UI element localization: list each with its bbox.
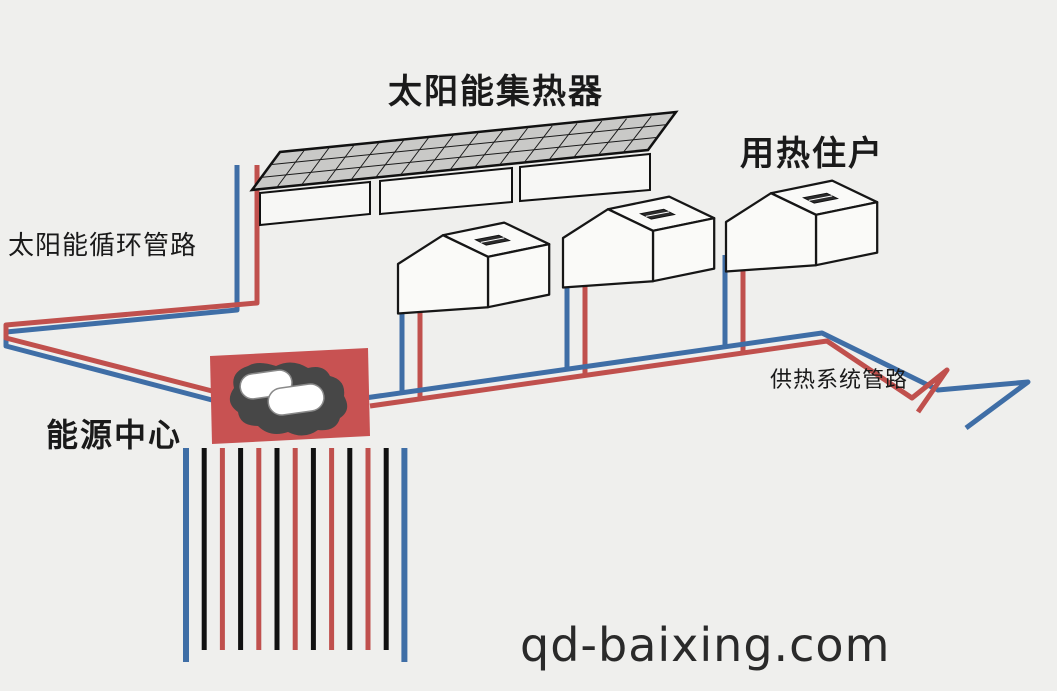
solar-loop-pipes [3, 165, 260, 403]
house-1 [396, 221, 551, 315]
energy-center-label: 能源中心 [46, 417, 183, 453]
pump-2 [267, 383, 325, 416]
collector-panel-grid [261, 116, 667, 188]
energy-center [210, 348, 370, 444]
supply-hot-main [369, 338, 950, 414]
supply-cold-main [364, 330, 1031, 431]
heat-users-label: 用热住户 [740, 135, 884, 173]
house-2 [561, 195, 716, 289]
solar-collector [249, 110, 679, 227]
collector-base-3 [519, 152, 651, 203]
supply-pipes-label: 供热系统管路 [770, 367, 909, 392]
solar-collector-label: 太阳能集热器 [388, 73, 604, 111]
collector-base-1 [259, 180, 371, 227]
watermark-text: qd-baixing.com [520, 618, 891, 672]
collector-base-2 [379, 166, 513, 216]
solar-loop-pipes-label: 太阳能循环管路 [8, 230, 198, 260]
solar-loop-cold-pipe [3, 165, 240, 403]
solar-loop-hot-pipe [3, 165, 260, 395]
house-3 [724, 179, 879, 273]
borehole-field [183, 448, 408, 662]
